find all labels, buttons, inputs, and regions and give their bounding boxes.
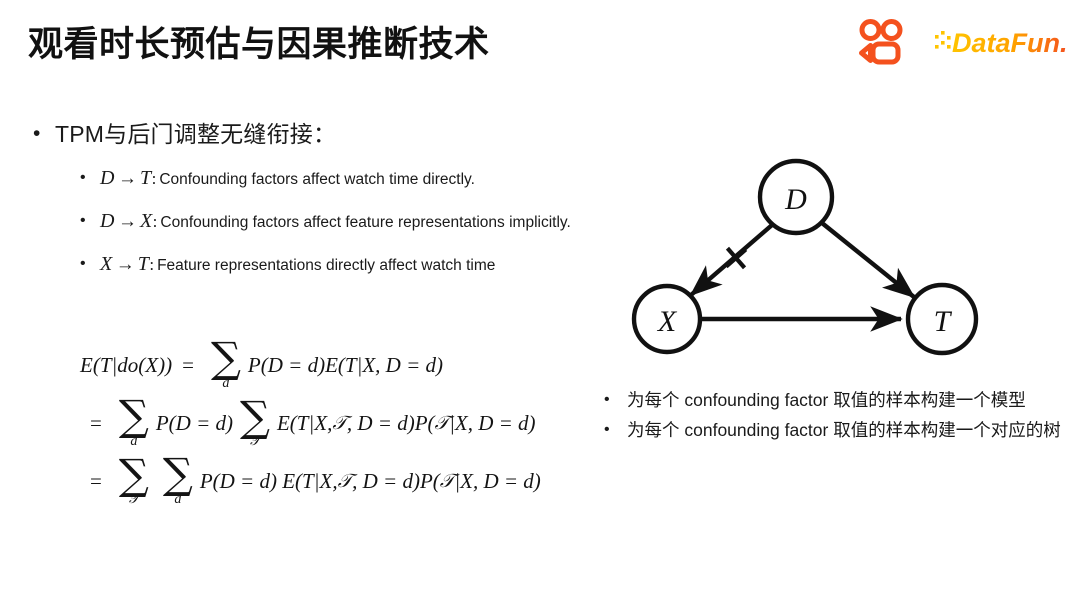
equation-rhs-a: P(D = d) E(T|X, [199, 468, 338, 493]
left-content-column: • TPM与后门调整无缝衔接： • D→T:Confounding factor… [0, 118, 580, 295]
equation-rhs-b: , D = d)P( [352, 468, 440, 493]
sub-bullet-x-to-t: • X→T:Feature representations directly a… [0, 252, 580, 278]
summation-index: 𝒯 [249, 434, 260, 450]
logo-area: DataFun. [856, 14, 1066, 70]
right-bullet-tree: • 为每个 confounding factor 取值的样本构建一个对应的树 [600, 418, 1070, 442]
equation-mid: P(D = d) [155, 410, 233, 435]
relation-colon: : [151, 169, 157, 188]
summation-operator-outer: ∑ d [112, 391, 156, 449]
equation-rhs-c: |X, D = d) [449, 410, 536, 435]
sigma-icon: ∑ [118, 391, 149, 441]
datafun-wordmark: DataFun. [952, 28, 1066, 58]
relation-arrow-icon: → [115, 254, 135, 275]
sub-bullet-text: Feature representations directly affect … [157, 257, 496, 274]
equation-rhs: P(D = d)E(T|X, D = d) [247, 352, 444, 377]
right-bullet-tree-label: 为每个 confounding factor 取值的样本构建一个对应的树 [627, 420, 1061, 440]
sub-bullet-text: Confounding factors affect watch time di… [159, 171, 475, 188]
summation-operator: ∑ d [204, 333, 248, 391]
dag-node-x-label: X [657, 305, 678, 338]
sub-bullet-list: • D→T:Confounding factors affect watch t… [0, 166, 580, 278]
sigma-icon: ∑ [162, 449, 193, 499]
summation-index: d [130, 433, 138, 449]
sigma-icon: ∑ [118, 449, 149, 499]
causal-dag-diagram: D X T [600, 140, 1020, 380]
equation-lhs: E(T|do(X)) [80, 352, 173, 377]
right-bullet-model: • 为每个 confounding factor 取值的样本构建一个模型 [600, 388, 1070, 412]
relation-from-var: X [100, 253, 113, 275]
equals-sign: = [90, 410, 102, 435]
right-bullet-list: • 为每个 confounding factor 取值的样本构建一个模型 • 为… [600, 388, 1070, 448]
summation-index: 𝒯 [128, 492, 139, 508]
sub-bullet-text: Confounding factors affect feature repre… [160, 214, 571, 231]
sub-bullet-d-to-x: • D→X:Confounding factors affect feature… [0, 209, 580, 235]
dag-node-d-label: D [784, 183, 807, 216]
right-bullet-model-label: 为每个 confounding factor 取值的样本构建一个模型 [627, 390, 1026, 410]
dag-node-d: D [757, 158, 835, 236]
sub-bullet-d-to-t: • D→T:Confounding factors affect watch t… [0, 166, 580, 192]
relation-colon: : [149, 255, 155, 274]
relation-arrow-icon: → [117, 168, 137, 189]
summation-operator-inner: ∑ 𝒯 [233, 391, 277, 450]
edge-d-to-x [689, 223, 774, 297]
bullet-marker: • [604, 391, 610, 408]
equals-sign: = [90, 468, 102, 493]
calligraphic-t-2: 𝒯 [434, 412, 450, 434]
bullet-marker: • [604, 421, 610, 438]
relation-from-var: D [100, 210, 115, 232]
calligraphic-t-1: 𝒯 [332, 412, 347, 434]
edge-cut-marker-icon [724, 246, 748, 270]
bullet-marker: • [80, 212, 86, 229]
dag-node-t-label: T [934, 305, 953, 338]
bullet-marker: • [80, 255, 86, 272]
equation-rhs-a: E(T|X, [276, 410, 333, 435]
summation-operator-outer: ∑ 𝒯 [112, 449, 156, 508]
edge-d-to-t [820, 221, 916, 299]
sigma-icon: ∑ [239, 391, 270, 441]
summation-operator-inner: ∑ d [156, 449, 200, 507]
bullet-marker: • [80, 169, 86, 186]
calligraphic-t-2: 𝒯 [439, 470, 455, 492]
equation-line-3: = ∑ 𝒯 ∑ d P(D = d) E(T|X,𝒯, D = d)P(𝒯|X,… [80, 452, 541, 510]
dag-node-x: X [631, 283, 703, 355]
equation-rhs-c: |X, D = d) [454, 468, 541, 493]
calligraphic-t-1: 𝒯 [337, 470, 353, 492]
bullet-tpm-backdoor-label: TPM与后门调整无缝衔接： [55, 121, 337, 147]
sigma-icon: ∑ [210, 333, 241, 383]
relation-from-var: D [100, 167, 115, 189]
backdoor-adjustment-equations: E(T|do(X)) = ∑ d P(D = d)E(T|X, D = d) =… [80, 336, 541, 510]
equation-line-1: E(T|do(X)) = ∑ d P(D = d)E(T|X, D = d) [80, 336, 541, 394]
equation-rhs-b: , D = d)P( [346, 410, 435, 435]
kuaishou-logo [859, 19, 903, 65]
relation-to-var: T [137, 253, 150, 275]
summation-index: d [222, 375, 230, 391]
relation-arrow-icon: → [117, 211, 137, 232]
relation-colon: : [152, 212, 158, 231]
bullet-marker: • [33, 122, 41, 145]
bullet-tpm-backdoor: • TPM与后门调整无缝衔接： [0, 118, 580, 150]
page-title: 观看时长预估与因果推断技术 [28, 25, 490, 64]
relation-to-var: T [139, 167, 152, 189]
equals-sign: = [182, 352, 194, 377]
dag-node-t: T [905, 282, 979, 356]
summation-index: d [174, 491, 182, 507]
relation-to-var: X [139, 210, 153, 232]
equation-line-2: = ∑ d P(D = d) ∑ 𝒯 E(T|X,𝒯, D = d)P(𝒯|X,… [80, 394, 541, 452]
datafun-logo: DataFun. [935, 28, 1066, 58]
